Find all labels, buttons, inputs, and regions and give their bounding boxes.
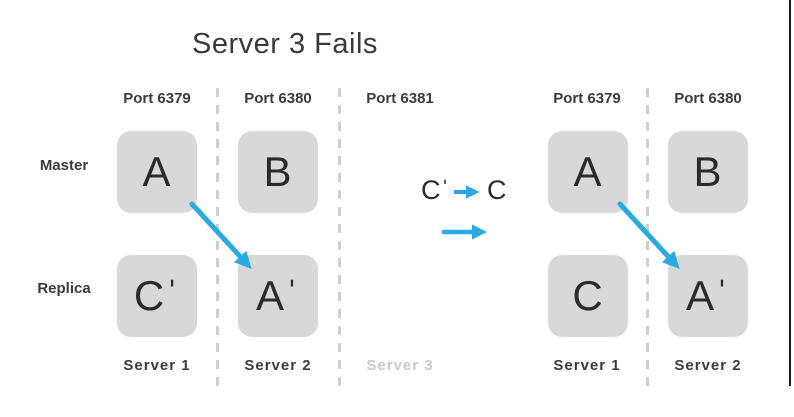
transition-from-label: Cˈ <box>421 175 450 205</box>
replica-node-a-prime-before: Aˈ <box>238 255 318 337</box>
replica-node-c-promoted: C <box>548 255 628 337</box>
column-divider <box>216 88 219 388</box>
server-3-label-failed: Server 3 <box>366 357 434 374</box>
port-label-6379-after: Port 6379 <box>553 90 621 107</box>
master-node-b-before: B <box>238 131 318 213</box>
port-label-6381-before: Port 6381 <box>366 90 434 107</box>
column-divider <box>338 88 341 388</box>
replication-arrow-before <box>189 201 252 270</box>
server-2-label-after: Server 2 <box>674 357 742 374</box>
replica-node-c-prime: Cˈ <box>117 255 197 337</box>
server-1-label-before: Server 1 <box>123 357 191 374</box>
master-node-b-after: B <box>668 131 748 213</box>
transition-to-label: C <box>487 175 507 205</box>
master-node-a-before: A <box>117 131 197 213</box>
port-label-6379-before: Port 6379 <box>123 90 191 107</box>
port-label-6380-after: Port 6380 <box>674 90 742 107</box>
page-title: Server 3 Fails <box>192 28 378 60</box>
port-label-6380-before: Port 6380 <box>244 90 312 107</box>
row-label-replica: Replica <box>37 280 91 297</box>
row-label-master: Master <box>39 157 89 174</box>
server-2-label-before: Server 2 <box>244 357 312 374</box>
replica-node-a-prime-after: Aˈ <box>668 255 748 337</box>
right-edge-border <box>789 0 791 386</box>
column-divider <box>646 88 649 388</box>
master-node-a-after: A <box>548 131 628 213</box>
server-1-label-after: Server 1 <box>553 357 621 374</box>
